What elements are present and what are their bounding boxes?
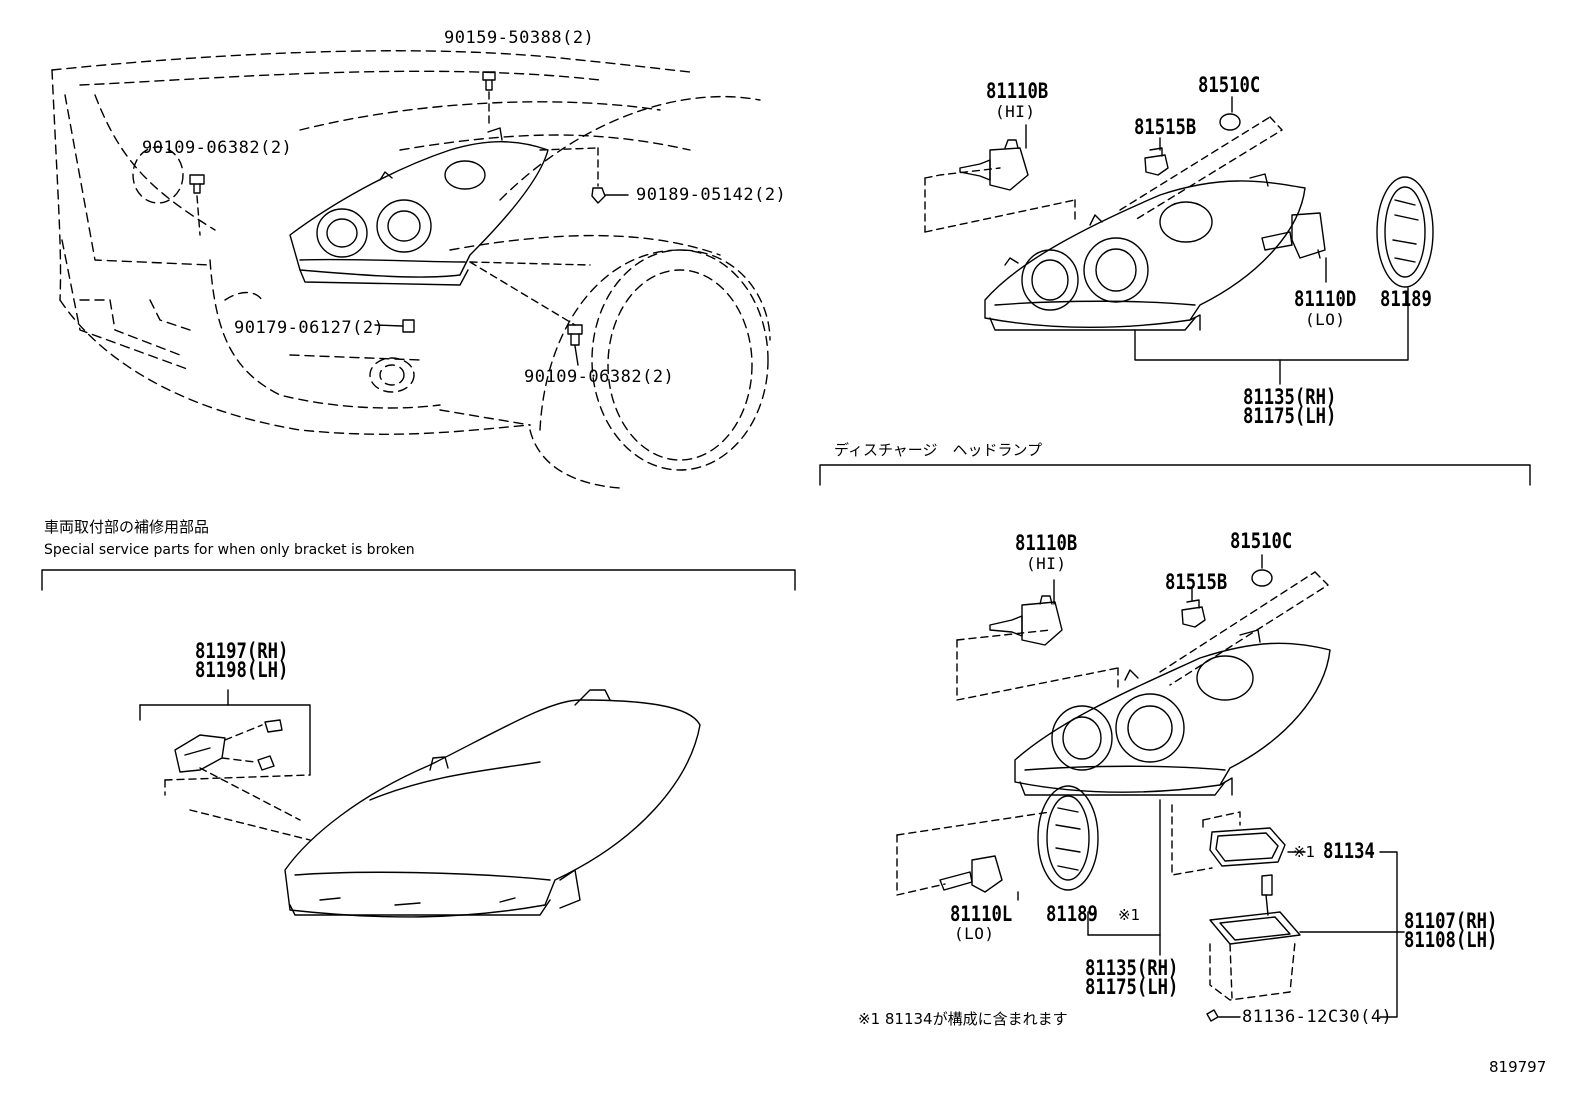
service-leaders: [165, 725, 310, 840]
diagram-number: 819797: [1489, 1058, 1547, 1076]
discharge-headlamp: [1015, 630, 1330, 795]
part-label-81189-hal[interactable]: 81189: [1380, 287, 1432, 311]
part-label-81107[interactable]: 81107(RH): [1404, 909, 1498, 933]
part-label-90159-50388[interactable]: 90159-50388(2): [444, 28, 595, 48]
discharge-lo-bulb: [940, 856, 1002, 892]
part-label-81110b-dis[interactable]: 81110B: [1015, 531, 1078, 555]
discharge-leaders: [897, 572, 1328, 1000]
discharge-ballast-bolt: [1207, 1010, 1218, 1021]
part-label-81175-dis[interactable]: 81175(LH): [1085, 975, 1179, 999]
vehicle-headlamp: [290, 128, 548, 285]
vehicle-front-view: [52, 51, 770, 488]
part-label-81135-hal[interactable]: 81135(RH): [1243, 385, 1337, 409]
halogen-lo-bulb: [1262, 213, 1325, 258]
part-label-81134[interactable]: 81134: [1323, 839, 1375, 863]
halogen-cap: [1377, 177, 1433, 287]
part-label-81175-hal[interactable]: 81175(LH): [1243, 404, 1337, 428]
reference-mark-1b: ※1: [1118, 906, 1141, 924]
service-section-title-jp: 車両取付部の補修用部品: [44, 518, 210, 536]
vehicle-leaders-solid: [375, 195, 628, 365]
part-label-81515b-hal[interactable]: 81515B: [1134, 115, 1197, 139]
discharge-section-frame: [820, 465, 1530, 485]
service-section-frame: [42, 570, 795, 590]
discharge-section-title: ディスチャージ ヘッドランプ: [834, 441, 1043, 459]
part-label-81510c-dis[interactable]: 81510C: [1230, 529, 1293, 553]
discharge-hi-bulb: [990, 596, 1062, 645]
halogen-headlamp: [985, 174, 1305, 330]
part-label-hi-hal: (HI): [995, 102, 1036, 121]
part-label-81136-12c30[interactable]: 81136-12C30(4): [1242, 1007, 1393, 1027]
reference-mark-1: ※1: [1293, 843, 1316, 861]
halogen-leaders-solid: [1026, 97, 1408, 384]
part-label-90189-05142[interactable]: 90189-05142(2): [636, 185, 787, 205]
vehicle-fasteners: [190, 72, 605, 345]
part-label-lo-hal: (LO): [1305, 310, 1346, 329]
halogen-leaders: [925, 117, 1282, 232]
service-section-title-en: Special service parts for when only brac…: [44, 542, 415, 558]
halogen-socket: [1145, 148, 1168, 175]
discharge-ballast: [1210, 875, 1300, 944]
part-label-lo-dis: (LO): [954, 924, 995, 943]
discharge-small-bulb: [1252, 570, 1272, 586]
part-label-81189-dis[interactable]: 81189: [1046, 902, 1098, 926]
part-label-90109-06382-b[interactable]: 90109-06382(2): [524, 367, 675, 387]
part-label-81510c-hal[interactable]: 81510C: [1198, 73, 1261, 97]
part-label-81110d-hal[interactable]: 81110D: [1294, 287, 1357, 311]
service-headlamp: [285, 690, 700, 917]
part-label-81108[interactable]: 81108(LH): [1404, 928, 1498, 952]
part-label-hi-dis: (HI): [1026, 554, 1067, 573]
service-bracket-box: [140, 690, 310, 775]
part-label-90179-06127[interactable]: 90179-06127(2): [234, 318, 385, 338]
halogen-hi-bulb: [960, 140, 1028, 190]
part-label-81135-dis[interactable]: 81135(RH): [1085, 956, 1179, 980]
discharge-leaders-solid: [1018, 555, 1404, 1017]
discharge-socket: [1182, 600, 1205, 627]
service-bracket-parts: [175, 720, 282, 772]
discharge-cap: [1038, 786, 1098, 890]
part-label-81197[interactable]: 81197(RH): [195, 639, 289, 663]
discharge-gasket: [1210, 828, 1285, 866]
part-label-81198[interactable]: 81198(LH): [195, 658, 289, 682]
part-label-81110l[interactable]: 81110L: [950, 902, 1013, 926]
vehicle-leader-lines: [197, 92, 598, 325]
part-label-90109-06382-a[interactable]: 90109-06382(2): [142, 138, 293, 158]
part-label-81110b-hal[interactable]: 81110B: [986, 79, 1049, 103]
part-label-81515b-dis[interactable]: 81515B: [1165, 570, 1228, 594]
footnote: ※1 81134が構成に含まれます: [858, 1010, 1068, 1028]
halogen-small-bulb: [1220, 114, 1240, 130]
